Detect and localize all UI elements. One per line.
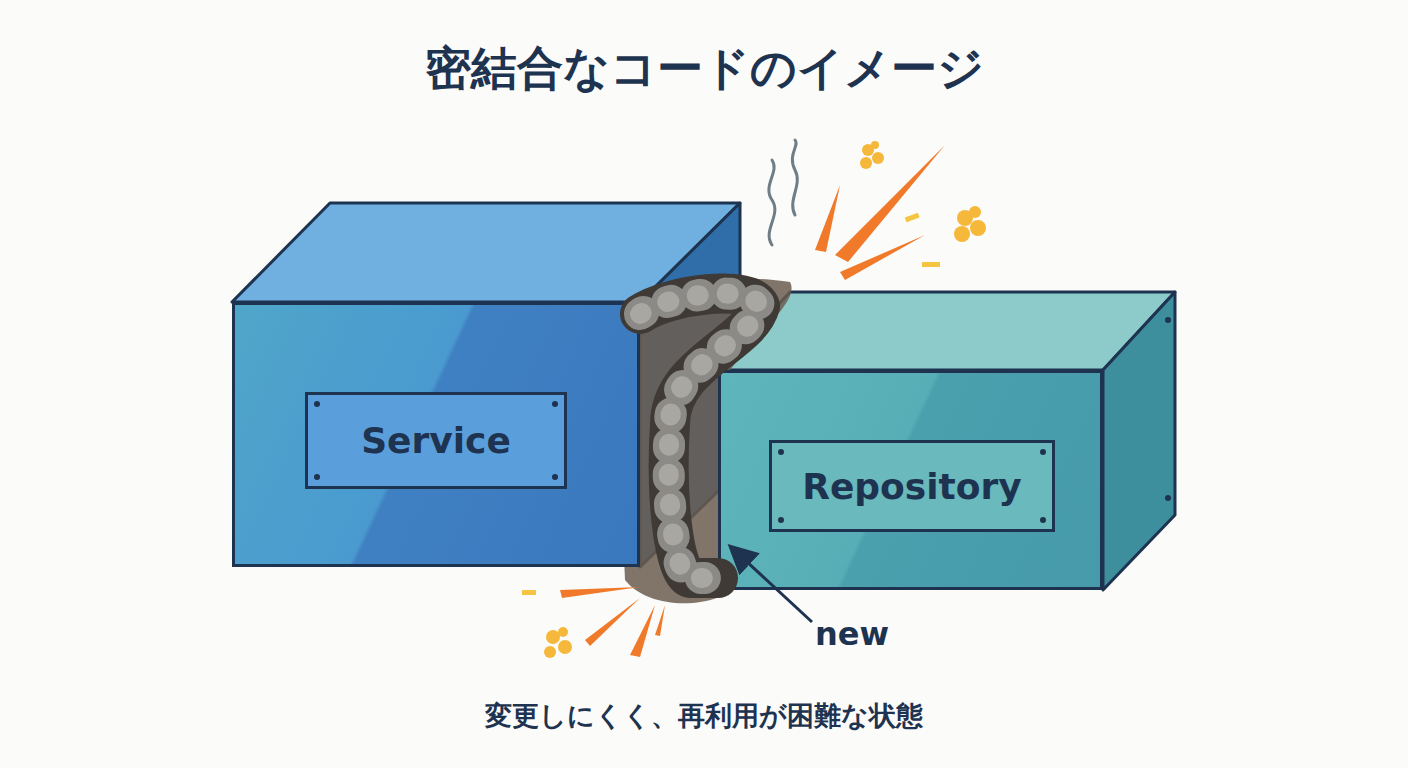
box-top [718,292,1175,370]
title: 密結合なコードのイメージ [0,38,1408,100]
spark [630,605,655,657]
spark [815,185,840,252]
spark [585,598,640,646]
name-plate: Repository [769,440,1055,532]
smoke [769,160,775,245]
spark [655,605,665,636]
caption: 変更しにくく、再利用が困難な状態 [0,698,1408,734]
name-plate: Service [305,392,567,489]
code-label: new [815,615,889,653]
box-front: Repository [718,370,1103,590]
spark [835,145,945,262]
rivet [552,401,558,407]
rivet [1165,317,1171,323]
rivet [314,474,320,480]
smoke [792,140,797,215]
spark [905,213,920,222]
weld-highlight [640,294,760,578]
rivet [1165,495,1171,501]
rivet [778,449,784,455]
rivet [778,517,784,523]
box-front: Service [232,302,640,567]
weld-beads [640,294,760,578]
leader-arrow [732,548,812,622]
spark [560,587,640,598]
box-side [1103,292,1175,590]
spark [840,235,925,280]
rivet [552,474,558,480]
weld-outline [640,294,760,578]
weld-seam [640,294,760,578]
rivet [314,401,320,407]
spark [922,262,940,267]
rivet [1040,517,1046,523]
rivet [1040,449,1046,455]
spark [522,590,536,595]
spark-burst [544,141,986,658]
